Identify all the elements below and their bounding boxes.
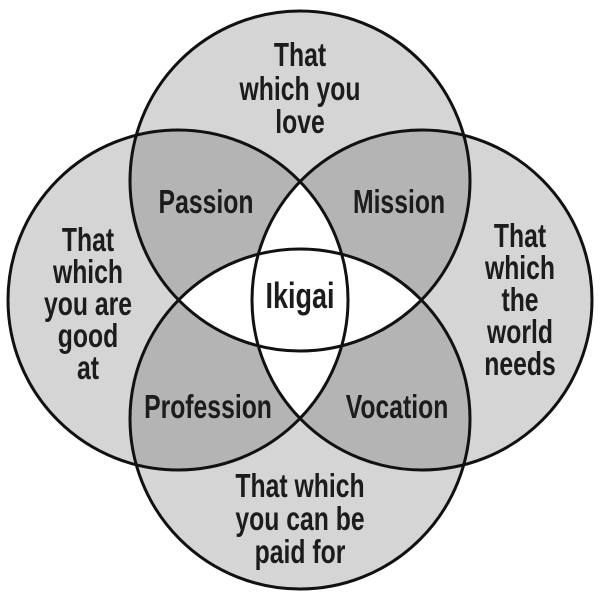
label-paid-for-line-2: you can be bbox=[235, 502, 364, 538]
label-world-needs-line-4: world bbox=[486, 315, 553, 351]
circle-good-at-outline bbox=[6, 128, 350, 472]
label-good-at-line-1: That bbox=[62, 223, 114, 259]
circle-paid-for-outline bbox=[128, 247, 472, 591]
label-good-at-line-2: which bbox=[52, 255, 123, 291]
label-love-line-3: love bbox=[275, 105, 325, 141]
label-paid-for-line-3: paid for bbox=[255, 535, 346, 571]
label-passion: Passion bbox=[159, 185, 254, 221]
label-paid-for-line-1: That which bbox=[235, 469, 364, 505]
label-profession: Profession bbox=[144, 390, 272, 426]
label-world-needs-line-5: needs bbox=[484, 347, 556, 383]
label-mission: Mission bbox=[353, 185, 445, 221]
label-love-line-1: That bbox=[274, 38, 326, 74]
label-vocation: Vocation bbox=[346, 390, 449, 426]
label-world-needs-line-1: That bbox=[494, 219, 546, 255]
label-ikigai: Ikigai bbox=[266, 275, 335, 316]
circle-world-needs-outline bbox=[250, 128, 594, 472]
label-good-at-line-3: you are bbox=[44, 287, 132, 323]
circle-outlines-group bbox=[6, 9, 594, 591]
label-love-line-2: which you bbox=[239, 72, 361, 108]
label-world-needs-line-2: which bbox=[484, 251, 555, 287]
label-world-needs-line-3: the bbox=[501, 283, 538, 319]
label-good-at-line-5: at bbox=[77, 351, 99, 387]
circle-love-outline bbox=[128, 9, 472, 353]
labels-group: That which you love That which you are g… bbox=[44, 38, 556, 571]
label-good-at-line-4: good bbox=[58, 319, 118, 355]
